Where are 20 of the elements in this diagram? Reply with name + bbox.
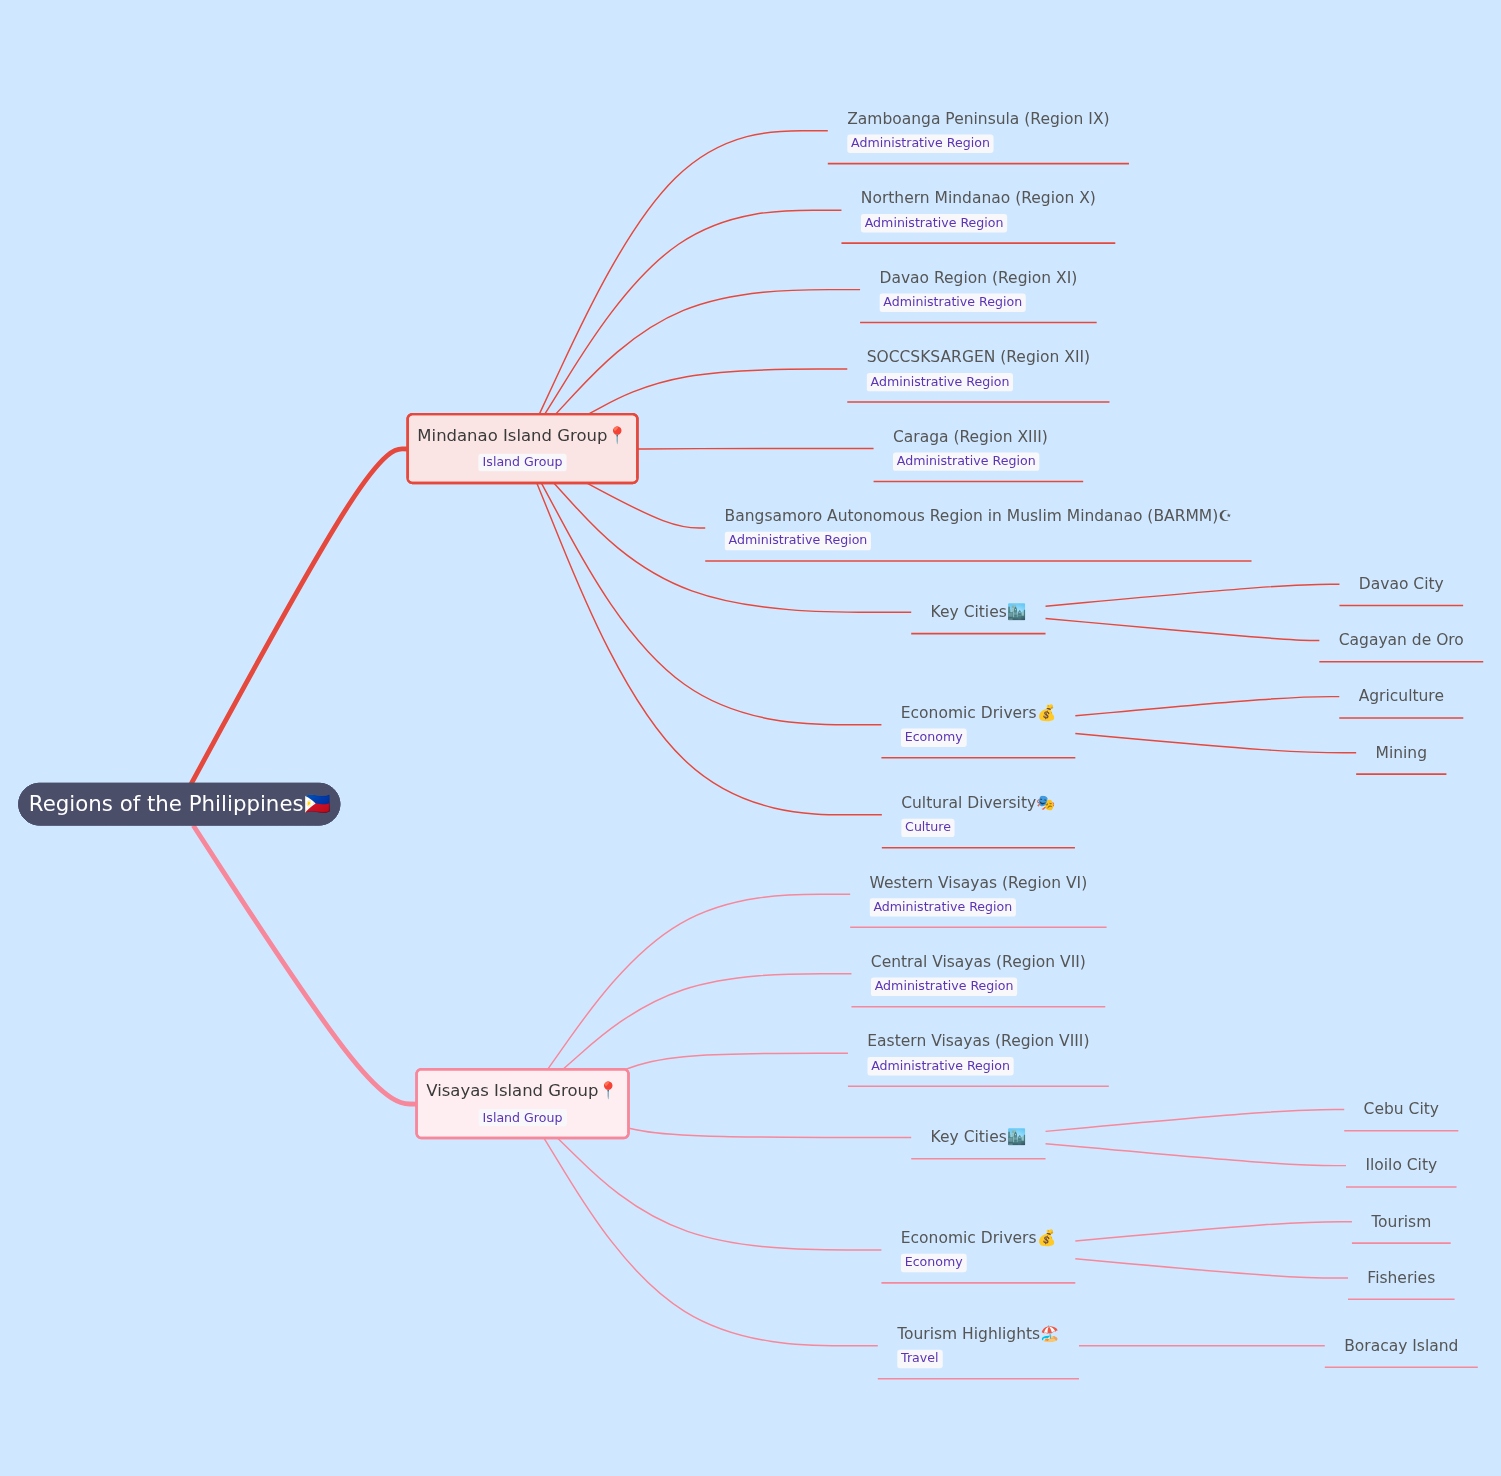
connector xyxy=(1044,1142,1347,1167)
connector xyxy=(1074,732,1357,754)
connector xyxy=(546,893,851,1071)
connector xyxy=(540,482,882,726)
connector xyxy=(553,482,912,613)
connector xyxy=(1044,1108,1345,1132)
connector xyxy=(1077,1344,1325,1347)
connector xyxy=(623,1052,849,1071)
connector xyxy=(636,447,874,450)
connector xyxy=(586,482,706,529)
connector xyxy=(188,446,408,785)
connector xyxy=(1074,1257,1349,1279)
connector xyxy=(556,1137,882,1251)
connector xyxy=(1044,617,1320,641)
connector xyxy=(1074,695,1340,717)
connector xyxy=(1044,583,1340,607)
connector xyxy=(1074,1220,1353,1242)
connector xyxy=(535,482,883,816)
connector xyxy=(542,1137,878,1347)
connector xyxy=(190,823,417,1107)
